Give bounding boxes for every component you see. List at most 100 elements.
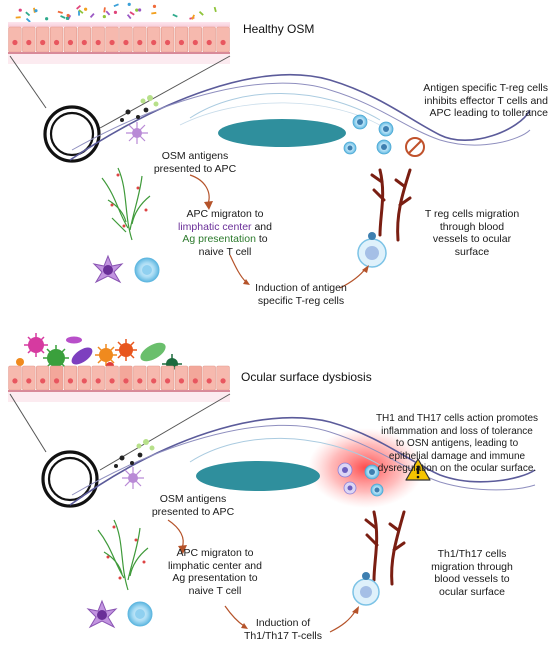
microbe-fleck (18, 8, 22, 12)
cell-nucleus (178, 378, 185, 384)
apc-cell-small (122, 467, 144, 489)
cell-nucleus (137, 378, 143, 384)
lens (196, 461, 320, 491)
lymphatic-network (101, 167, 151, 241)
microbe-fleck (34, 9, 38, 13)
microbe-fleck (15, 16, 21, 19)
epithelial-cell (119, 26, 133, 53)
epithelium-basement (8, 52, 230, 54)
microbe-fleck (213, 6, 217, 13)
panel-divider (0, 306, 550, 326)
cell-nucleus (192, 39, 198, 46)
epithelial-cell (160, 26, 175, 53)
pathogen-microbes (16, 333, 182, 374)
cell-nucleus (220, 378, 226, 384)
cell-nucleus (137, 39, 143, 46)
epithelial-cell (202, 26, 216, 53)
apc-migration-line: naive T cell (198, 245, 252, 258)
apc-cell (92, 254, 124, 284)
epithelial-cell (160, 365, 175, 391)
microbe-fleck (127, 2, 131, 6)
lymph-nodes (106, 525, 146, 580)
cell-nucleus (26, 39, 32, 46)
epithelial-cell (174, 365, 189, 391)
apc-cell (86, 599, 118, 629)
cell-nucleus (81, 39, 87, 46)
treg-cell-induced (357, 232, 387, 268)
microbe-fleck (126, 14, 132, 20)
healthy-title: Healthy OSM (243, 22, 315, 36)
eyelid-curve-inner (71, 82, 531, 151)
treg-cell (378, 121, 394, 137)
antigen-particles (114, 439, 155, 468)
healthy-panel (8, 2, 531, 289)
dysbiosis-panel (8, 333, 536, 633)
naive-t-cell (134, 257, 160, 283)
epithelium-healthy (8, 26, 230, 53)
microbe-fleck (89, 13, 95, 18)
treg-cell (343, 141, 357, 155)
cell-nucleus (12, 39, 18, 46)
label-osm-antigens-top: OSM antigens presented to APC (153, 150, 237, 175)
epithelium-dysbiosis (8, 365, 230, 391)
cell-nucleus (164, 378, 171, 384)
cell-nucleus (123, 378, 129, 384)
microbe-fleck (191, 14, 195, 20)
zoom-line (9, 55, 47, 109)
th-cell (370, 483, 384, 497)
lymphatic-network (97, 519, 149, 591)
epithelial-cell (216, 365, 230, 391)
cell-nucleus (40, 39, 46, 46)
apc-migration-line: Ag presentation to (160, 233, 290, 246)
microbe-fleck (113, 3, 119, 8)
eyelid-curve (69, 416, 536, 506)
th-cell (343, 481, 357, 495)
blood-vessels (370, 168, 412, 242)
epithelium-pink-fade (8, 392, 230, 402)
no-entry-icon (405, 137, 425, 157)
apc-migration-text: and (251, 220, 272, 233)
epithelium-pink-fade (8, 54, 230, 64)
epithelial-cell (36, 365, 50, 391)
label-th-migration: Th1/Th17 cells migration through blood v… (431, 548, 513, 598)
cell-nucleus (192, 378, 198, 384)
label-th-action: TH1 and TH17 cells action promotes infla… (375, 413, 539, 474)
cell-nucleus (95, 39, 101, 46)
cell-nucleus (53, 378, 60, 384)
apc-migration-text: to (255, 233, 268, 245)
lens (218, 119, 346, 147)
eye-lens-circle (43, 105, 101, 163)
epithelial-cell (49, 365, 64, 391)
apc-migration-line: APC migraton to (186, 208, 264, 220)
microbe-fleck (78, 9, 84, 14)
naive-t-cell (127, 601, 153, 627)
microbe-fleck (78, 10, 80, 16)
microbe-fleck (129, 11, 135, 16)
epithelium-top-band (8, 22, 230, 27)
label-apc-migration-bottom: APC migraton to limphatic center and Ag … (168, 547, 262, 597)
cell-nucleus (206, 378, 212, 384)
microbe-fleck (60, 15, 66, 19)
label-apc-migration-top: APC migraton to limphatic center and Ag … (160, 208, 290, 258)
lymphatic-center-text: limphatic center (178, 220, 252, 233)
cell-nucleus (164, 39, 171, 46)
treg-cell (376, 139, 392, 155)
eye-lens-circle-inner (49, 111, 95, 157)
ag-presentation-text: Ag presentation (182, 233, 256, 245)
epithelial-cell (77, 26, 91, 53)
epithelial-cell (202, 365, 216, 391)
cell-nucleus (67, 39, 74, 46)
epithelium-basement (8, 390, 230, 392)
microbe-fleck (45, 17, 49, 21)
zoom-line (99, 55, 231, 129)
cell-nucleus (151, 39, 157, 46)
cell-nucleus (40, 378, 46, 384)
antigen-particles (120, 95, 159, 122)
microbe-fleck (103, 7, 106, 13)
microbe-fleck (57, 10, 63, 14)
epithelial-cell (8, 26, 22, 53)
eyelid-curve (69, 73, 531, 161)
cell-nucleus (53, 39, 60, 46)
microbe-fleck (152, 4, 157, 8)
